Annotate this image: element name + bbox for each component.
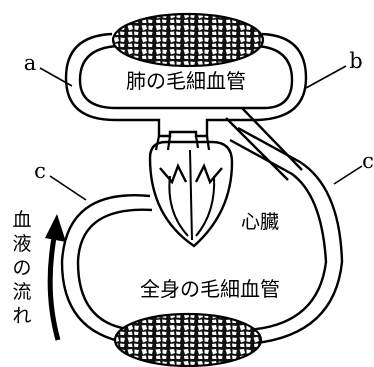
heart-label: 心臓: [241, 211, 279, 233]
lung-capillary-network: [113, 14, 263, 66]
flow-char-2: 液: [12, 233, 31, 255]
lung-capillaries-label: 肺の毛細血管: [126, 69, 246, 93]
body-capillaries-label: 全身の毛細血管: [140, 277, 280, 301]
label-c-left: c: [34, 159, 46, 183]
label-c-right: c: [362, 149, 374, 173]
label-a: a: [24, 51, 37, 75]
flow-direction: 血 液 の 流 れ: [12, 209, 66, 340]
flow-char-3: の: [12, 257, 31, 279]
lung-circulation: 肺の毛細血管: [66, 14, 306, 136]
flow-arrowhead: [45, 214, 66, 242]
flow-char-1: 血: [12, 209, 31, 231]
leader-c-right: [334, 166, 362, 184]
flow-char-5: れ: [12, 305, 31, 327]
flow-char-4: 流: [12, 281, 31, 303]
leader-b: [306, 66, 346, 88]
label-b: b: [349, 49, 362, 73]
leader-c-left: [50, 176, 86, 200]
flow-arrow: [50, 232, 58, 340]
body-capillary-network: [115, 314, 261, 366]
